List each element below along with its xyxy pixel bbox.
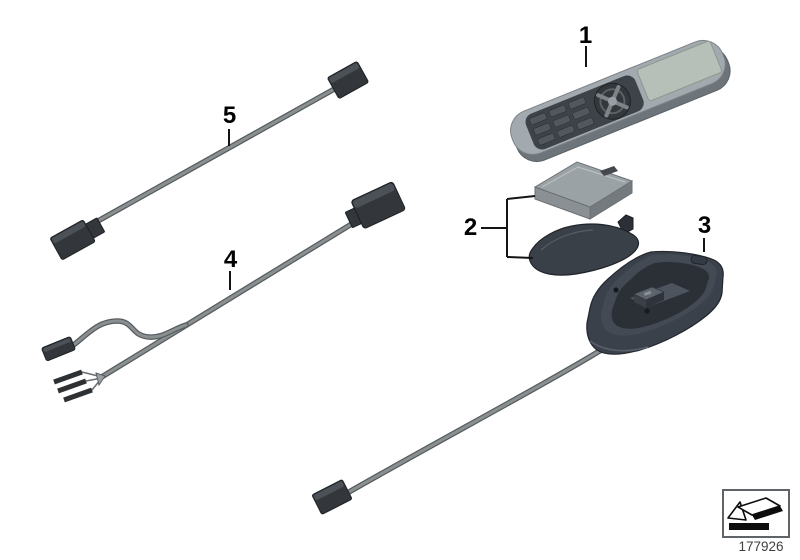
phone-keys bbox=[529, 97, 595, 146]
cradle-cable-connector bbox=[312, 479, 352, 515]
cable-4-branch-connector bbox=[41, 336, 76, 362]
cable-5-connector-top bbox=[327, 61, 369, 99]
phone-display bbox=[636, 40, 723, 102]
cable-4 bbox=[41, 181, 406, 403]
cable-5 bbox=[50, 61, 369, 260]
cradle-rim-notch bbox=[690, 254, 708, 266]
cable-4-connector-top bbox=[345, 181, 406, 229]
battery-cover bbox=[528, 214, 640, 276]
part-number: 177926 bbox=[738, 539, 784, 554]
cable-4-pins bbox=[53, 369, 106, 403]
phone-nav-wheel bbox=[593, 82, 631, 120]
callout-3: 3 bbox=[697, 212, 711, 239]
callout-4: 4 bbox=[223, 246, 237, 273]
cradle-pin bbox=[644, 308, 650, 314]
bracket-2 bbox=[481, 195, 536, 259]
cradle-cable bbox=[312, 344, 609, 515]
cradle-pin bbox=[613, 287, 619, 293]
cradle-dock-connector bbox=[633, 286, 666, 308]
battery bbox=[533, 161, 634, 220]
stamp-box bbox=[722, 489, 790, 538]
callout-1: 1 bbox=[578, 22, 592, 49]
phone-handset bbox=[510, 39, 731, 163]
change-arrow-icon bbox=[727, 497, 783, 530]
callout-5: 5 bbox=[222, 102, 236, 129]
callout-leader-lines bbox=[228, 46, 705, 290]
cable-5-connector-bottom bbox=[50, 217, 105, 260]
battery-contact-notch bbox=[600, 166, 618, 176]
charging-cradle bbox=[586, 250, 724, 355]
callout-2: 2 bbox=[463, 214, 477, 241]
